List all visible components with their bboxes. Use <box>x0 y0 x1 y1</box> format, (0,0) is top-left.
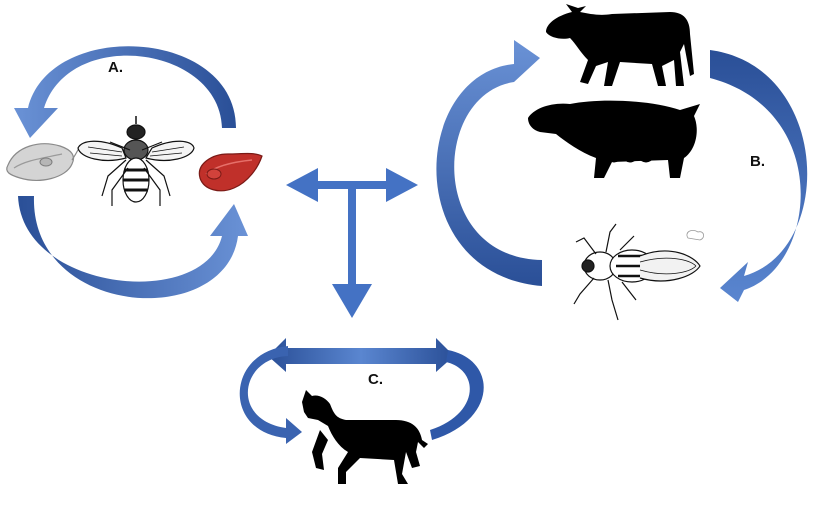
trypanosome-red-icon <box>198 152 263 192</box>
cycle-b: B. <box>436 4 808 321</box>
cycle-a-top-arrow <box>14 46 236 138</box>
central-left-arrowhead <box>286 168 318 202</box>
cycle-b-right-arrow <box>710 50 808 302</box>
central-vertical-shaft <box>348 189 356 285</box>
panel-c-label: C. <box>368 371 383 388</box>
cycle-c-top-arrow <box>268 338 454 372</box>
pig-icon <box>528 100 700 178</box>
cow-icon <box>546 4 694 86</box>
panel-b-label: B. <box>750 153 765 170</box>
cycle-c: C. <box>239 338 484 484</box>
central-three-way-arrow <box>286 168 418 318</box>
panel-a-label: A. <box>108 59 123 76</box>
trypanosome-grey-icon <box>6 143 81 181</box>
cycle-a-bottom-arrow <box>18 196 248 299</box>
cycle-a: A. <box>6 46 263 299</box>
biting-fly-icon <box>573 223 704 321</box>
horse-icon <box>302 390 428 484</box>
central-horizontal-shaft <box>316 181 386 189</box>
cycle-c-right-arrow <box>430 350 484 440</box>
tsetse-fly-icon <box>77 116 195 206</box>
cycle-b-left-arrow <box>436 40 542 286</box>
cycle-c-left-arrow <box>239 346 302 444</box>
central-right-arrowhead <box>386 168 418 202</box>
central-down-arrowhead <box>332 284 372 318</box>
